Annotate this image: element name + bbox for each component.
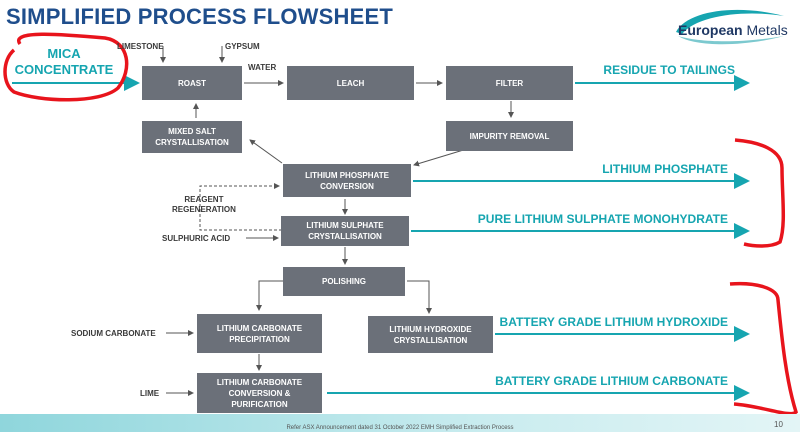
- logo-text: European Metals: [678, 22, 788, 38]
- reagent-regeneration-label: REAGENT REGENERATION: [172, 195, 236, 214]
- lithium-carbonate-precipitation-box: LITHIUM CARBONATE PRECIPITATION: [197, 314, 322, 353]
- footer-note: Refer ASX Announcement dated 31 October …: [286, 425, 514, 431]
- roast-box: ROAST: [142, 66, 242, 100]
- limestone-label: LIMESTONE: [117, 42, 164, 51]
- impurity-removal-box: IMPURITY REMOVAL: [446, 121, 573, 151]
- lithium-sulphate-output: PURE LITHIUM SULPHATE MONOHYDRATE: [477, 212, 728, 226]
- page-number: 10: [774, 420, 783, 429]
- lithium-sulphate-crystallisation-box: LITHIUM SULPHATE CRYSTALLISATION: [281, 216, 409, 246]
- filter-box: FILTER: [446, 66, 573, 100]
- lithium-phosphate-conversion-box: LITHIUM PHOSPHATE CONVERSION: [283, 164, 411, 197]
- mica-concentrate-label: MICA CONCENTRATE: [14, 46, 114, 77]
- bracket-annotation-upper: [734, 138, 786, 248]
- water-label: WATER: [248, 63, 277, 72]
- sodium-carbonate-label: SODIUM CARBONATE: [71, 329, 156, 338]
- lithium-hydroxide-output: BATTERY GRADE LITHIUM HYDROXIDE: [499, 315, 728, 329]
- lithium-carbonate-conversion-box: LITHIUM CARBONATE CONVERSION & PURIFICAT…: [197, 373, 322, 413]
- mixed-salt-crystallisation-box: MIXED SALT CRYSTALLISATION: [142, 121, 242, 153]
- lithium-carbonate-output: BATTERY GRADE LITHIUM CARBONATE: [495, 374, 728, 388]
- lime-label: LIME: [140, 389, 160, 398]
- polishing-box: POLISHING: [283, 267, 405, 296]
- lithium-hydroxide-crystallisation-box: LITHIUM HYDROXIDE CRYSTALLISATION: [368, 316, 493, 353]
- gypsum-label: GYPSUM: [225, 42, 260, 51]
- residue-to-tailings-output: RESIDUE TO TAILINGS: [603, 63, 735, 77]
- leach-box: LEACH: [287, 66, 414, 100]
- page-title: SIMPLIFIED PROCESS FLOWSHEET: [6, 4, 393, 29]
- european-metals-logo: [676, 9, 784, 45]
- sulphuric-acid-label: SULPHURIC ACID: [162, 234, 231, 243]
- mica-circle-annotation: [3, 32, 129, 102]
- bracket-annotation-lower: [729, 281, 798, 416]
- lithium-phosphate-output: LITHIUM PHOSPHATE: [602, 162, 728, 176]
- footer-bar: [0, 414, 800, 432]
